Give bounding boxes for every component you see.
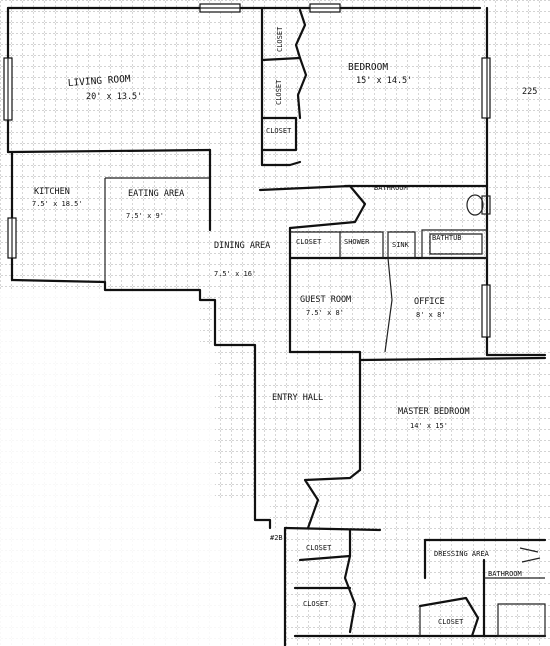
entry-hall-label: ENTRY HALL — [272, 393, 323, 403]
shower-label: SHOWER — [344, 238, 370, 246]
guest-room-label: GUEST ROOM — [300, 295, 351, 305]
eating-area-label: EATING AREA — [128, 189, 184, 199]
unit-number-top-right: 225 — [522, 87, 537, 97]
kitchen-label: KITCHEN — [34, 187, 70, 197]
guest-room-size: 7.5' x 8' — [306, 309, 344, 317]
closet-label: CLOSET — [276, 26, 284, 52]
bathtub-label: BATHTUB — [432, 234, 462, 242]
office-size: 8' x 8' — [416, 311, 446, 319]
outside-area — [0, 290, 285, 646]
dining-area-size: 7.5' x 16' — [214, 270, 256, 278]
dressing-area-label: DRESSING AREA — [434, 550, 490, 558]
bedroom-label: BEDROOM — [348, 62, 388, 73]
office-label: OFFICE — [414, 297, 445, 307]
unit-number-entry: #2B — [270, 534, 283, 542]
kitchen-size: 7.5' x 18.5' — [32, 200, 83, 208]
eating-area-size: 7.5' x 9' — [126, 212, 164, 220]
bedroom-size: 15' x 14.5' — [356, 76, 412, 86]
closet-label: CLOSET — [275, 79, 283, 105]
windows — [3, 3, 491, 338]
living-room-label: LIVING ROOM — [67, 74, 131, 89]
master-bedroom-size: 14' x 15' — [410, 422, 448, 430]
closet-label: CLOSET — [306, 544, 332, 552]
master-bedroom-label: MASTER BEDROOM — [398, 407, 470, 417]
dining-area-label: DINING AREA — [214, 241, 270, 251]
living-room-size: 20' x 13.5' — [86, 92, 142, 102]
closet-label: CLOSET — [266, 127, 292, 135]
master-bathroom-label: BATHROOM — [488, 570, 522, 578]
interior-walls — [10, 6, 547, 638]
bathroom-label: BATHROOM — [374, 184, 408, 192]
room-labels: LIVING ROOM 20' x 13.5' BEDROOM 15' x 14… — [32, 62, 522, 578]
closet-label: CLOSET — [303, 600, 329, 608]
bath-closet-label: CLOSET — [296, 238, 322, 246]
closet-labels: CLOSET CLOSET CLOSET CLOSET CLOSET CLOSE… — [266, 26, 464, 626]
closet-label: CLOSET — [438, 618, 464, 626]
sink-label: SINK — [392, 241, 410, 249]
